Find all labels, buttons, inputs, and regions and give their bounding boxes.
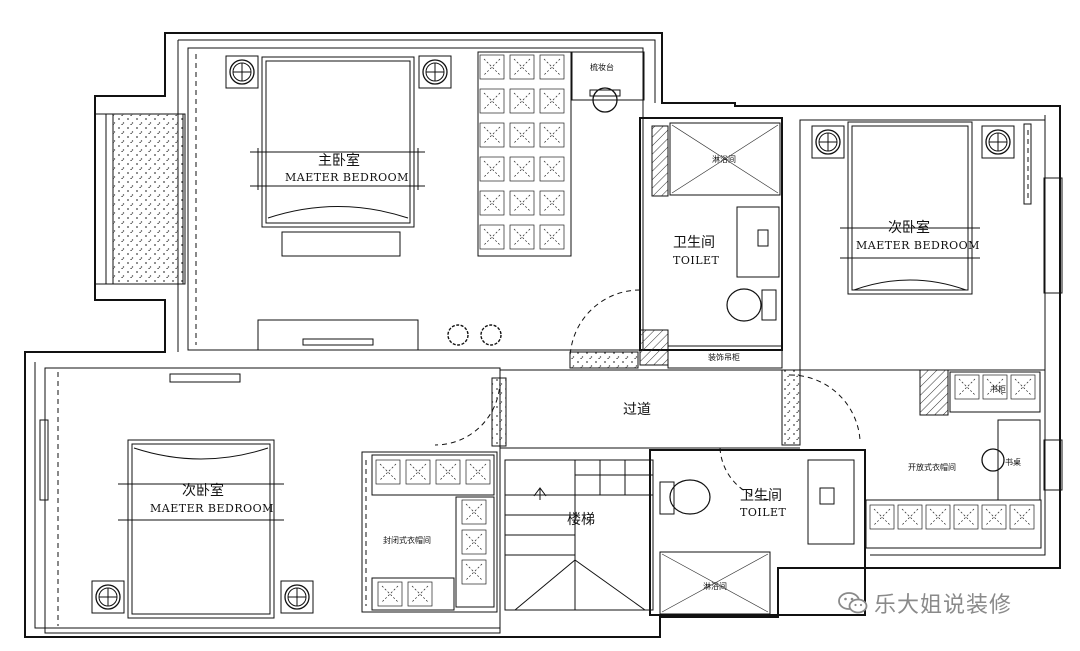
label-wash-cabinet: 装饰吊柜 (708, 352, 740, 362)
label-dressing-table: 梳妆台 (590, 62, 614, 72)
label-shower-lower: 淋浴间 (703, 581, 727, 591)
label-master-bedroom-en: MAETER BEDROOM (285, 171, 409, 184)
plant-icon (447, 324, 502, 346)
watermark-text: 乐大姐说装修 (874, 593, 1013, 618)
label-bedroom-left-en: MAETER BEDROOM (150, 502, 274, 515)
room-labels: 主卧室 MAETER BEDROOM 次卧室 MAETER BEDROOM 次卧… (150, 62, 1021, 591)
bedroom-right (781, 119, 1063, 549)
label-toilet-upper-en: TOILET (673, 254, 720, 267)
watermark: 乐大姐说装修 (838, 588, 1012, 618)
stairs (504, 459, 654, 611)
label-toilet-lower-cn: 卫生间 (740, 488, 782, 504)
label-toilet-lower-en: TOILET (740, 506, 787, 519)
label-toilet-upper-cn: 卫生间 (673, 235, 715, 251)
label-books: 书柜 (990, 384, 1006, 394)
label-stairs: 楼梯 (567, 512, 595, 528)
label-master-bedroom-cn: 主卧室 (318, 152, 360, 169)
toilet-upper (569, 117, 783, 369)
label-corridor: 过道 (623, 402, 651, 418)
master-bedroom (187, 47, 645, 351)
wechat-icon (838, 592, 868, 614)
toilet-lower (649, 447, 866, 616)
corridor (434, 369, 800, 449)
balcony-left (94, 113, 186, 285)
label-bedroom-right-en: MAETER BEDROOM (856, 239, 980, 252)
label-open-wardrobe: 开放式衣帽间 (908, 462, 956, 472)
label-closed-wardrobe: 封闭式衣帽间 (383, 535, 431, 545)
bedroom-left (39, 367, 501, 634)
label-shower-upper: 淋浴间 (712, 154, 736, 164)
label-bedroom-left-cn: 次卧室 (182, 482, 224, 499)
label-study-desk: 书桌 (1005, 457, 1021, 467)
label-bedroom-right-cn: 次卧室 (888, 219, 930, 236)
